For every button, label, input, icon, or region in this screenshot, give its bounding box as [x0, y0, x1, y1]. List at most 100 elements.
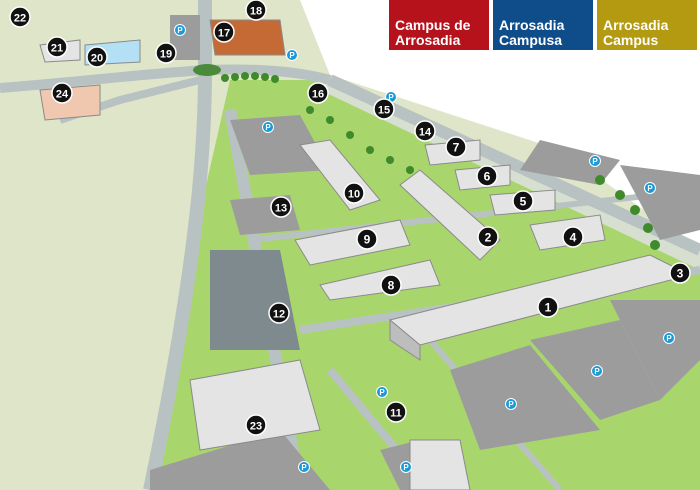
marker-circle	[385, 401, 407, 423]
marker-circle	[669, 262, 691, 284]
marker-number: 8	[388, 279, 395, 293]
building-marker-23[interactable]: 23	[245, 414, 267, 436]
marker-circle	[537, 296, 559, 318]
marker-number: 6	[484, 170, 491, 184]
building-marker-14[interactable]: 14	[414, 120, 436, 142]
marker-number: 3	[677, 267, 684, 281]
parking-icon: P	[262, 121, 274, 133]
marker-number: 4	[570, 231, 577, 245]
legend-line: Campus de	[395, 17, 471, 33]
legend-line: Arrosadia	[499, 17, 565, 33]
marker-number: 16	[312, 89, 324, 101]
marker-circle	[512, 190, 534, 212]
svg-text:P: P	[301, 463, 307, 472]
marker-circle	[155, 42, 177, 64]
marker-number: 7	[453, 141, 460, 155]
building-marker-21[interactable]: 21	[46, 36, 68, 58]
legend-english[interactable]: Arrosadia Campus	[597, 0, 697, 50]
marker-number: 2	[485, 231, 492, 245]
svg-text:P: P	[592, 157, 598, 166]
roundabout	[193, 64, 221, 76]
parking-icon: P	[376, 386, 388, 398]
marker-circle	[51, 82, 73, 104]
marker-number: 18	[250, 6, 262, 18]
marker-circle	[9, 6, 31, 28]
svg-text:P: P	[647, 184, 653, 193]
marker-circle	[476, 165, 498, 187]
building-marker-9[interactable]: 9	[356, 228, 378, 250]
svg-text:P: P	[666, 334, 672, 343]
marker-circle	[477, 226, 499, 248]
marker-circle	[343, 182, 365, 204]
marker-circle	[307, 82, 329, 104]
building-marker-12[interactable]: 12	[268, 302, 290, 324]
building-marker-3[interactable]: 3	[669, 262, 691, 284]
marker-number: 23	[250, 421, 262, 433]
building-marker-4[interactable]: 4	[562, 226, 584, 248]
building-marker-5[interactable]: 5	[512, 190, 534, 212]
svg-text:P: P	[265, 123, 271, 132]
parking-markers: P P P P P P P P P P P P	[174, 24, 675, 473]
tree-rows	[221, 72, 660, 250]
building-marker-2[interactable]: 2	[477, 226, 499, 248]
marker-circle	[414, 120, 436, 142]
building-marker-8[interactable]: 8	[380, 274, 402, 296]
legend-spanish[interactable]: Campus de Arrosadia	[389, 0, 489, 50]
marker-number: 13	[275, 203, 287, 215]
svg-text:P: P	[289, 51, 295, 60]
legend-line: Arrosadia	[603, 17, 669, 33]
marker-number: 22	[14, 13, 26, 25]
legend-line: Arrosadia	[395, 32, 461, 48]
marker-number: 11	[390, 408, 402, 420]
svg-text:P: P	[388, 93, 394, 102]
marker-circle	[380, 274, 402, 296]
building-marker-22[interactable]: 22	[9, 6, 31, 28]
parking-icon: P	[591, 365, 603, 377]
building-marker-10[interactable]: 10	[343, 182, 365, 204]
building-marker-24[interactable]: 24	[51, 82, 73, 104]
parking-icon: P	[286, 49, 298, 61]
building-marker-13[interactable]: 13	[270, 196, 292, 218]
svg-text:P: P	[177, 26, 183, 35]
building-marker-19[interactable]: 19	[155, 42, 177, 64]
parking-icon: P	[298, 461, 310, 473]
building-marker-1[interactable]: 1	[537, 296, 559, 318]
svg-text:P: P	[508, 400, 514, 409]
marker-circle	[373, 98, 395, 120]
building-marker-17[interactable]: 17	[213, 21, 235, 43]
marker-circle	[46, 36, 68, 58]
parking-icon: P	[663, 332, 675, 344]
marker-circle	[445, 136, 467, 158]
building-marker-6[interactable]: 6	[476, 165, 498, 187]
marker-circle	[213, 21, 235, 43]
marker-number: 15	[378, 105, 390, 117]
marker-circle	[268, 302, 290, 324]
marker-number: 19	[160, 49, 172, 61]
building-marker-16[interactable]: 16	[307, 82, 329, 104]
marker-number: 20	[91, 53, 103, 65]
marker-number: 5	[520, 195, 527, 209]
building-marker-20[interactable]: 20	[86, 46, 108, 68]
parking-icon: P	[174, 24, 186, 36]
marker-circle	[86, 46, 108, 68]
marker-circle	[356, 228, 378, 250]
marker-circle	[270, 196, 292, 218]
legend-line: Campus	[603, 32, 659, 48]
marker-number: 14	[419, 127, 432, 139]
legend-line: Campusa	[499, 32, 563, 48]
marker-number: 24	[56, 89, 69, 101]
parking-icon: P	[644, 182, 656, 194]
building-marker-18[interactable]: 18	[245, 0, 267, 21]
parking-icon: P	[400, 461, 412, 473]
marker-number: 10	[348, 189, 360, 201]
building-marker-15[interactable]: 15	[373, 98, 395, 120]
building-marker-7[interactable]: 7	[445, 136, 467, 158]
legend-basque[interactable]: Arrosadia Campusa	[493, 0, 593, 50]
marker-number: 1	[545, 301, 552, 315]
marker-number: 17	[218, 28, 230, 40]
svg-text:P: P	[594, 367, 600, 376]
building-marker-11[interactable]: 11	[385, 401, 407, 423]
marker-circle	[562, 226, 584, 248]
